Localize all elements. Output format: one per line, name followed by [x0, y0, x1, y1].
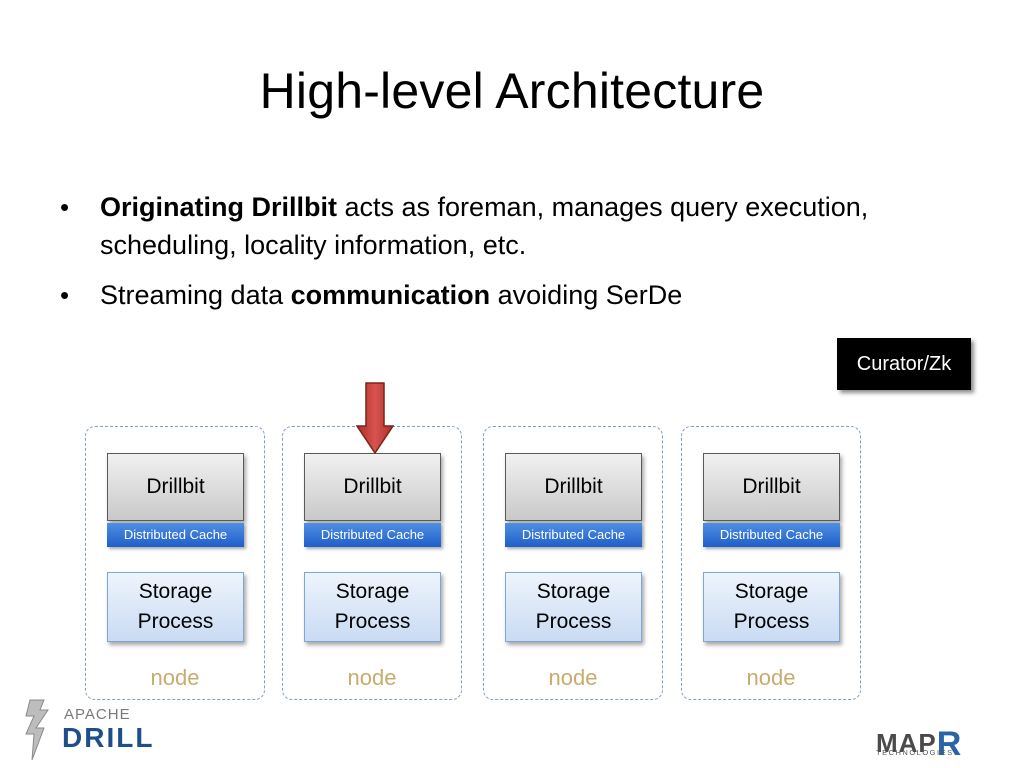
- bullet-text: avoiding SerDe: [490, 280, 683, 310]
- drillbit-box: Drillbit: [703, 453, 840, 521]
- distributed-cache-box: Distributed Cache: [304, 523, 441, 547]
- bullet-bold-text: Originating Drillbit: [100, 192, 337, 222]
- mapr-logo: MAPR TECHNOLOGIES: [872, 718, 1002, 763]
- storage-line: Process: [535, 610, 612, 633]
- logo-mapr-word: MAPR: [876, 722, 963, 763]
- drillbit-box: Drillbit: [107, 453, 244, 521]
- drillbit-box: Drillbit: [304, 453, 441, 521]
- node-container: Drillbit Distributed Cache Storage Proce…: [681, 426, 861, 700]
- node-label: node: [347, 665, 397, 690]
- storage-line: Process: [733, 610, 810, 633]
- node-label: node: [746, 665, 796, 690]
- storage-line: Storage: [536, 580, 611, 603]
- storage-process-box: Storage Process: [304, 572, 441, 642]
- storage-line: Storage: [335, 580, 410, 603]
- originating-arrow-icon: [356, 382, 394, 454]
- node-container: Drillbit Distributed Cache Storage Proce…: [85, 426, 265, 700]
- storage-process-box: Storage Process: [107, 572, 244, 642]
- bullet-list: • Originating Drillbit acts as foreman, …: [60, 188, 990, 326]
- bullet-item: • Originating Drillbit acts as foreman, …: [60, 188, 990, 264]
- storage-process-box: Storage Process: [505, 572, 642, 642]
- storage-line: Process: [137, 610, 214, 633]
- node-label: node: [150, 665, 200, 690]
- logo-drill-text: DRILL: [62, 722, 155, 753]
- node-container: Drillbit Distributed Cache Storage Proce…: [483, 426, 663, 700]
- distributed-cache-box: Distributed Cache: [107, 523, 244, 547]
- bullet-bold-text: communication: [290, 280, 491, 310]
- distributed-cache-box: Distributed Cache: [505, 523, 642, 547]
- bullet-item: • Streaming data communication avoiding …: [60, 276, 990, 314]
- distributed-cache-box: Distributed Cache: [703, 523, 840, 547]
- logo-technologies-text: TECHNOLOGIES: [876, 748, 954, 757]
- drill-bit-icon: [25, 699, 49, 761]
- storage-line: Storage: [138, 580, 213, 603]
- storage-line: Storage: [734, 580, 809, 603]
- drillbit-box: Drillbit: [505, 453, 642, 521]
- slide-title: High-level Architecture: [259, 63, 765, 119]
- bullet-dot: •: [60, 192, 70, 222]
- apache-drill-logo: APACHE DRILL: [22, 698, 172, 762]
- curator-zk-box: Curator/Zk: [837, 338, 971, 390]
- node-label: node: [548, 665, 598, 690]
- bullet-text: Streaming data: [100, 280, 291, 310]
- bullet-dot: •: [60, 280, 70, 310]
- storage-line: Process: [334, 610, 411, 633]
- logo-map-text: MAP: [876, 728, 937, 758]
- bullet-text: acts as foreman, manages query execution…: [100, 192, 869, 260]
- logo-apache-text: APACHE: [64, 706, 131, 723]
- node-container-originating: Drillbit Distributed Cache Storage Proce…: [282, 426, 462, 700]
- storage-process-box: Storage Process: [703, 572, 840, 642]
- logo-r-text: R: [936, 725, 963, 763]
